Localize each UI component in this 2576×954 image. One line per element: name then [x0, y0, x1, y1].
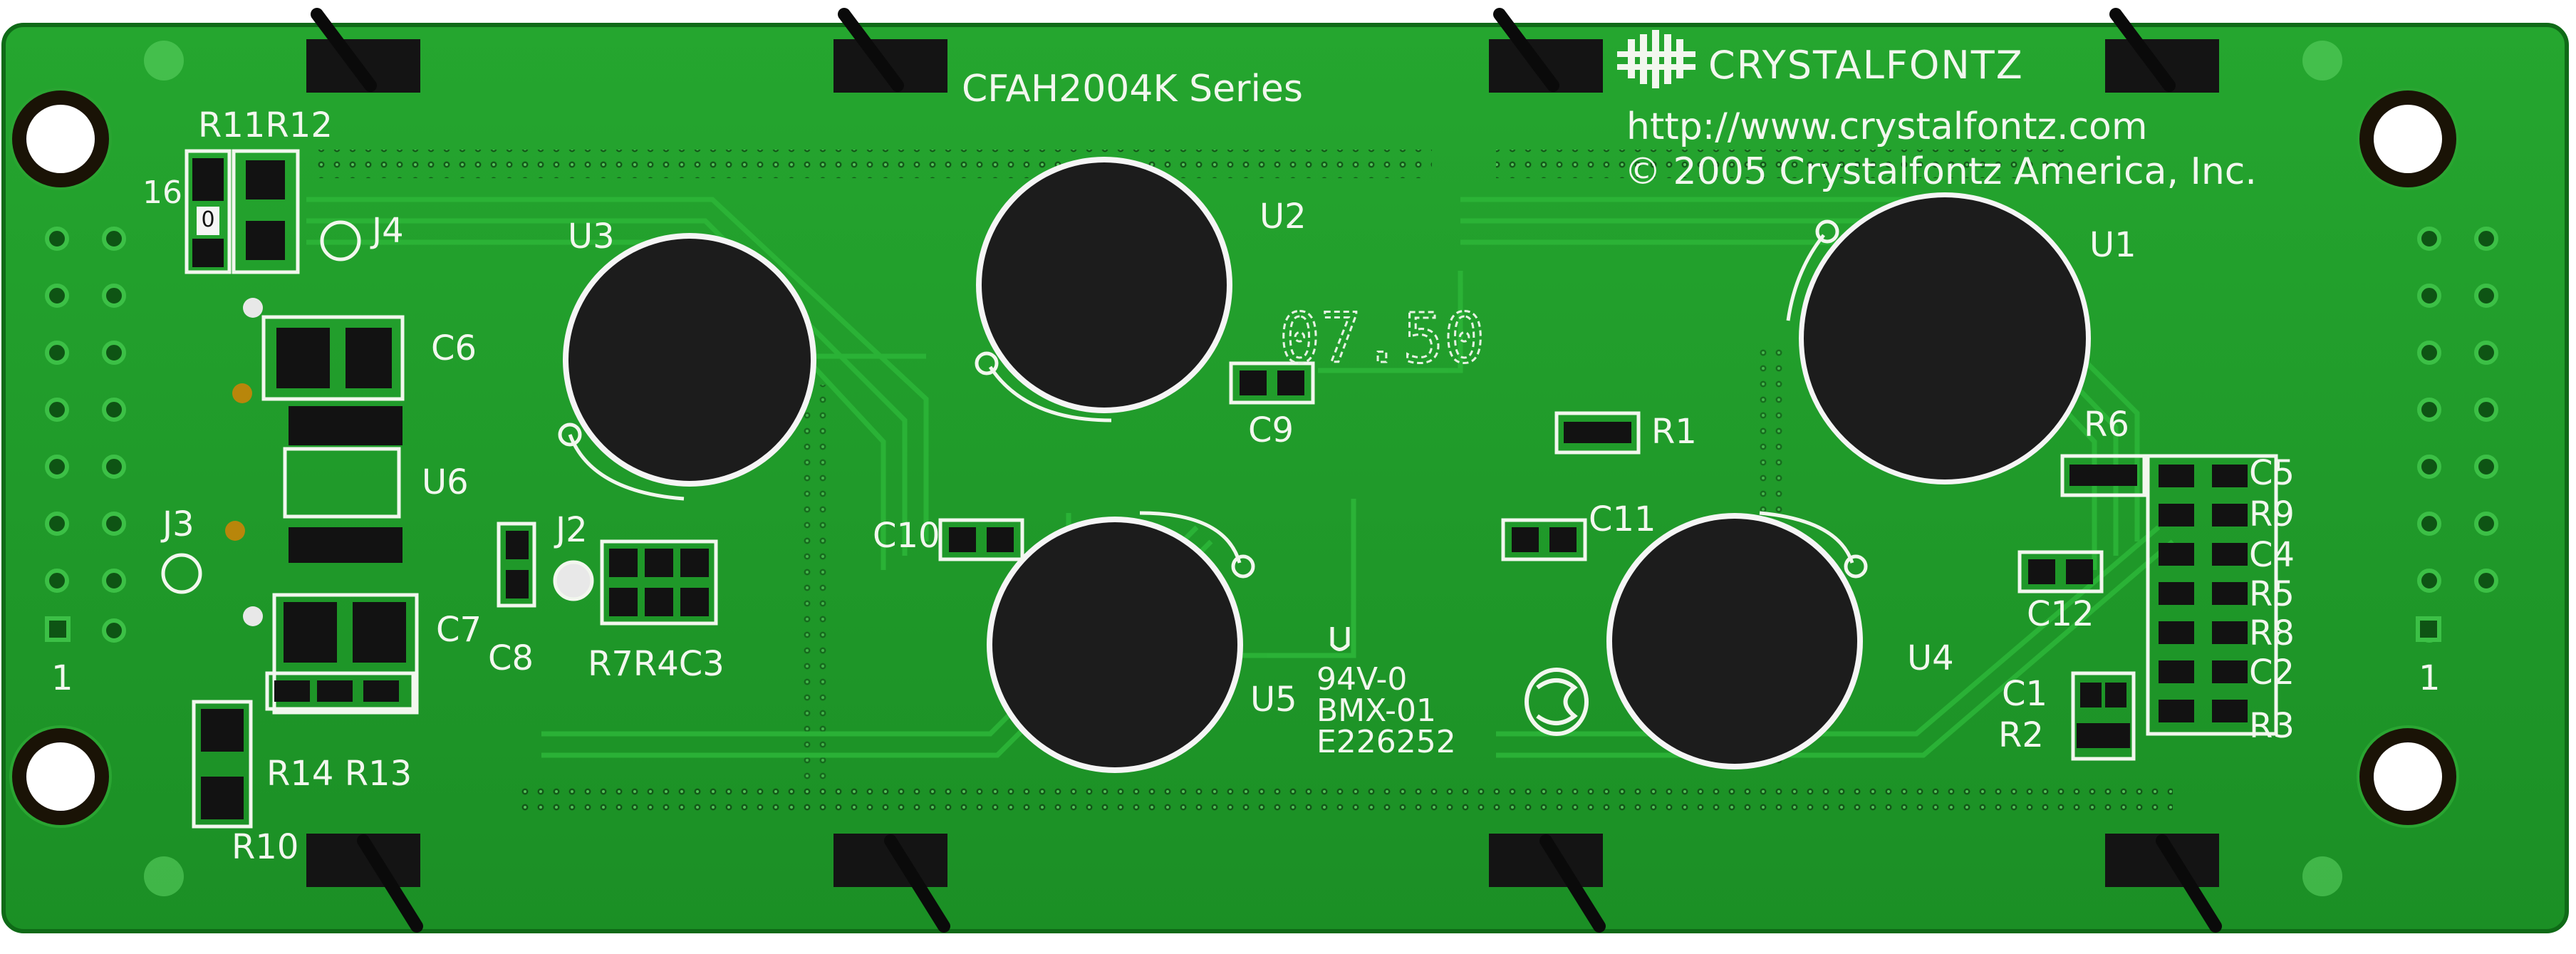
- ref-c2: C2: [2249, 653, 2295, 693]
- ref-r3: R3: [2249, 706, 2295, 746]
- revision-marking: 07.50: [1279, 299, 1485, 378]
- ref-c9: C9: [1248, 410, 1294, 450]
- ref-j2: J2: [554, 510, 588, 550]
- ref-c5: C5: [2249, 453, 2295, 493]
- ref-pin1-right: 1: [2419, 658, 2441, 698]
- ref-c1: C1: [2002, 674, 2047, 714]
- ref-r11r12: R11R12: [198, 105, 333, 145]
- ref-r6: R6: [2084, 405, 2129, 445]
- backlight-clips-bottom: [306, 834, 2222, 933]
- ref-r8: R8: [2249, 613, 2295, 653]
- ref-c11: C11: [1589, 499, 1656, 539]
- url-label: http://www.crystalfontz.com: [1626, 105, 2148, 148]
- chip-label-u4: U4: [1907, 638, 1954, 678]
- ref-j4: J4: [370, 211, 404, 251]
- pin1-square-right: [2416, 616, 2441, 642]
- connector-left: [45, 227, 126, 643]
- material-code: BMX-01: [1316, 693, 1436, 729]
- via-field: [1496, 150, 2066, 178]
- mounting-holes: [9, 41, 2459, 896]
- ref-r2: R2: [1998, 715, 2044, 755]
- ref-r9: R9: [2249, 494, 2295, 534]
- chip-blobs: [563, 157, 2091, 773]
- ref-c4: C4: [2249, 535, 2295, 575]
- chip-label-u3: U3: [568, 217, 615, 256]
- ref-r7r4c3: R7R4C3: [588, 644, 724, 684]
- crystalfontz-logo-icon: [1617, 30, 1695, 88]
- via-field: [313, 150, 1432, 178]
- model-label: CFAH2004K Series: [962, 68, 1303, 110]
- ref-c12: C12: [2027, 594, 2094, 634]
- ref-pin16: 16: [142, 175, 182, 211]
- board-maker-logo-icon: [1525, 668, 1589, 736]
- ref-j3: J3: [160, 504, 194, 544]
- chip-label-u5: U5: [1250, 680, 1297, 720]
- backlight-clips-top: [306, 8, 2219, 93]
- ref-r1: R1: [1651, 412, 1697, 452]
- chip-label-u1: U1: [2089, 225, 2136, 265]
- ref-r5: R5: [2249, 574, 2295, 614]
- via-field: [513, 780, 2173, 812]
- chip-label-u2: U2: [1260, 197, 1307, 237]
- pin1-square-left: [45, 616, 71, 642]
- ref-r10: R10: [232, 827, 298, 867]
- ref-r14r13: R14 R13: [266, 754, 412, 794]
- orientation-arcs: [558, 219, 1868, 579]
- smd-parts: [161, 149, 2278, 829]
- ref-c8: C8: [488, 638, 534, 678]
- via-field: [798, 385, 829, 784]
- file-number: E226252: [1316, 724, 1456, 760]
- ref-u6: U6: [422, 462, 469, 502]
- ul-mark-icon: [1330, 627, 1350, 651]
- ref-c7: C7: [436, 610, 482, 650]
- copyright-label: © 2005 Crystalfontz America, Inc.: [1624, 150, 2257, 193]
- ref-c10: C10: [873, 516, 940, 556]
- ref-c6: C6: [431, 328, 477, 368]
- brand-label: CRYSTALFONTZ: [1708, 43, 2024, 88]
- flammability-rating: 94V-0: [1316, 661, 1407, 698]
- ref-pin1-left: 1: [51, 658, 73, 698]
- part-marking-r11: 0: [201, 207, 214, 232]
